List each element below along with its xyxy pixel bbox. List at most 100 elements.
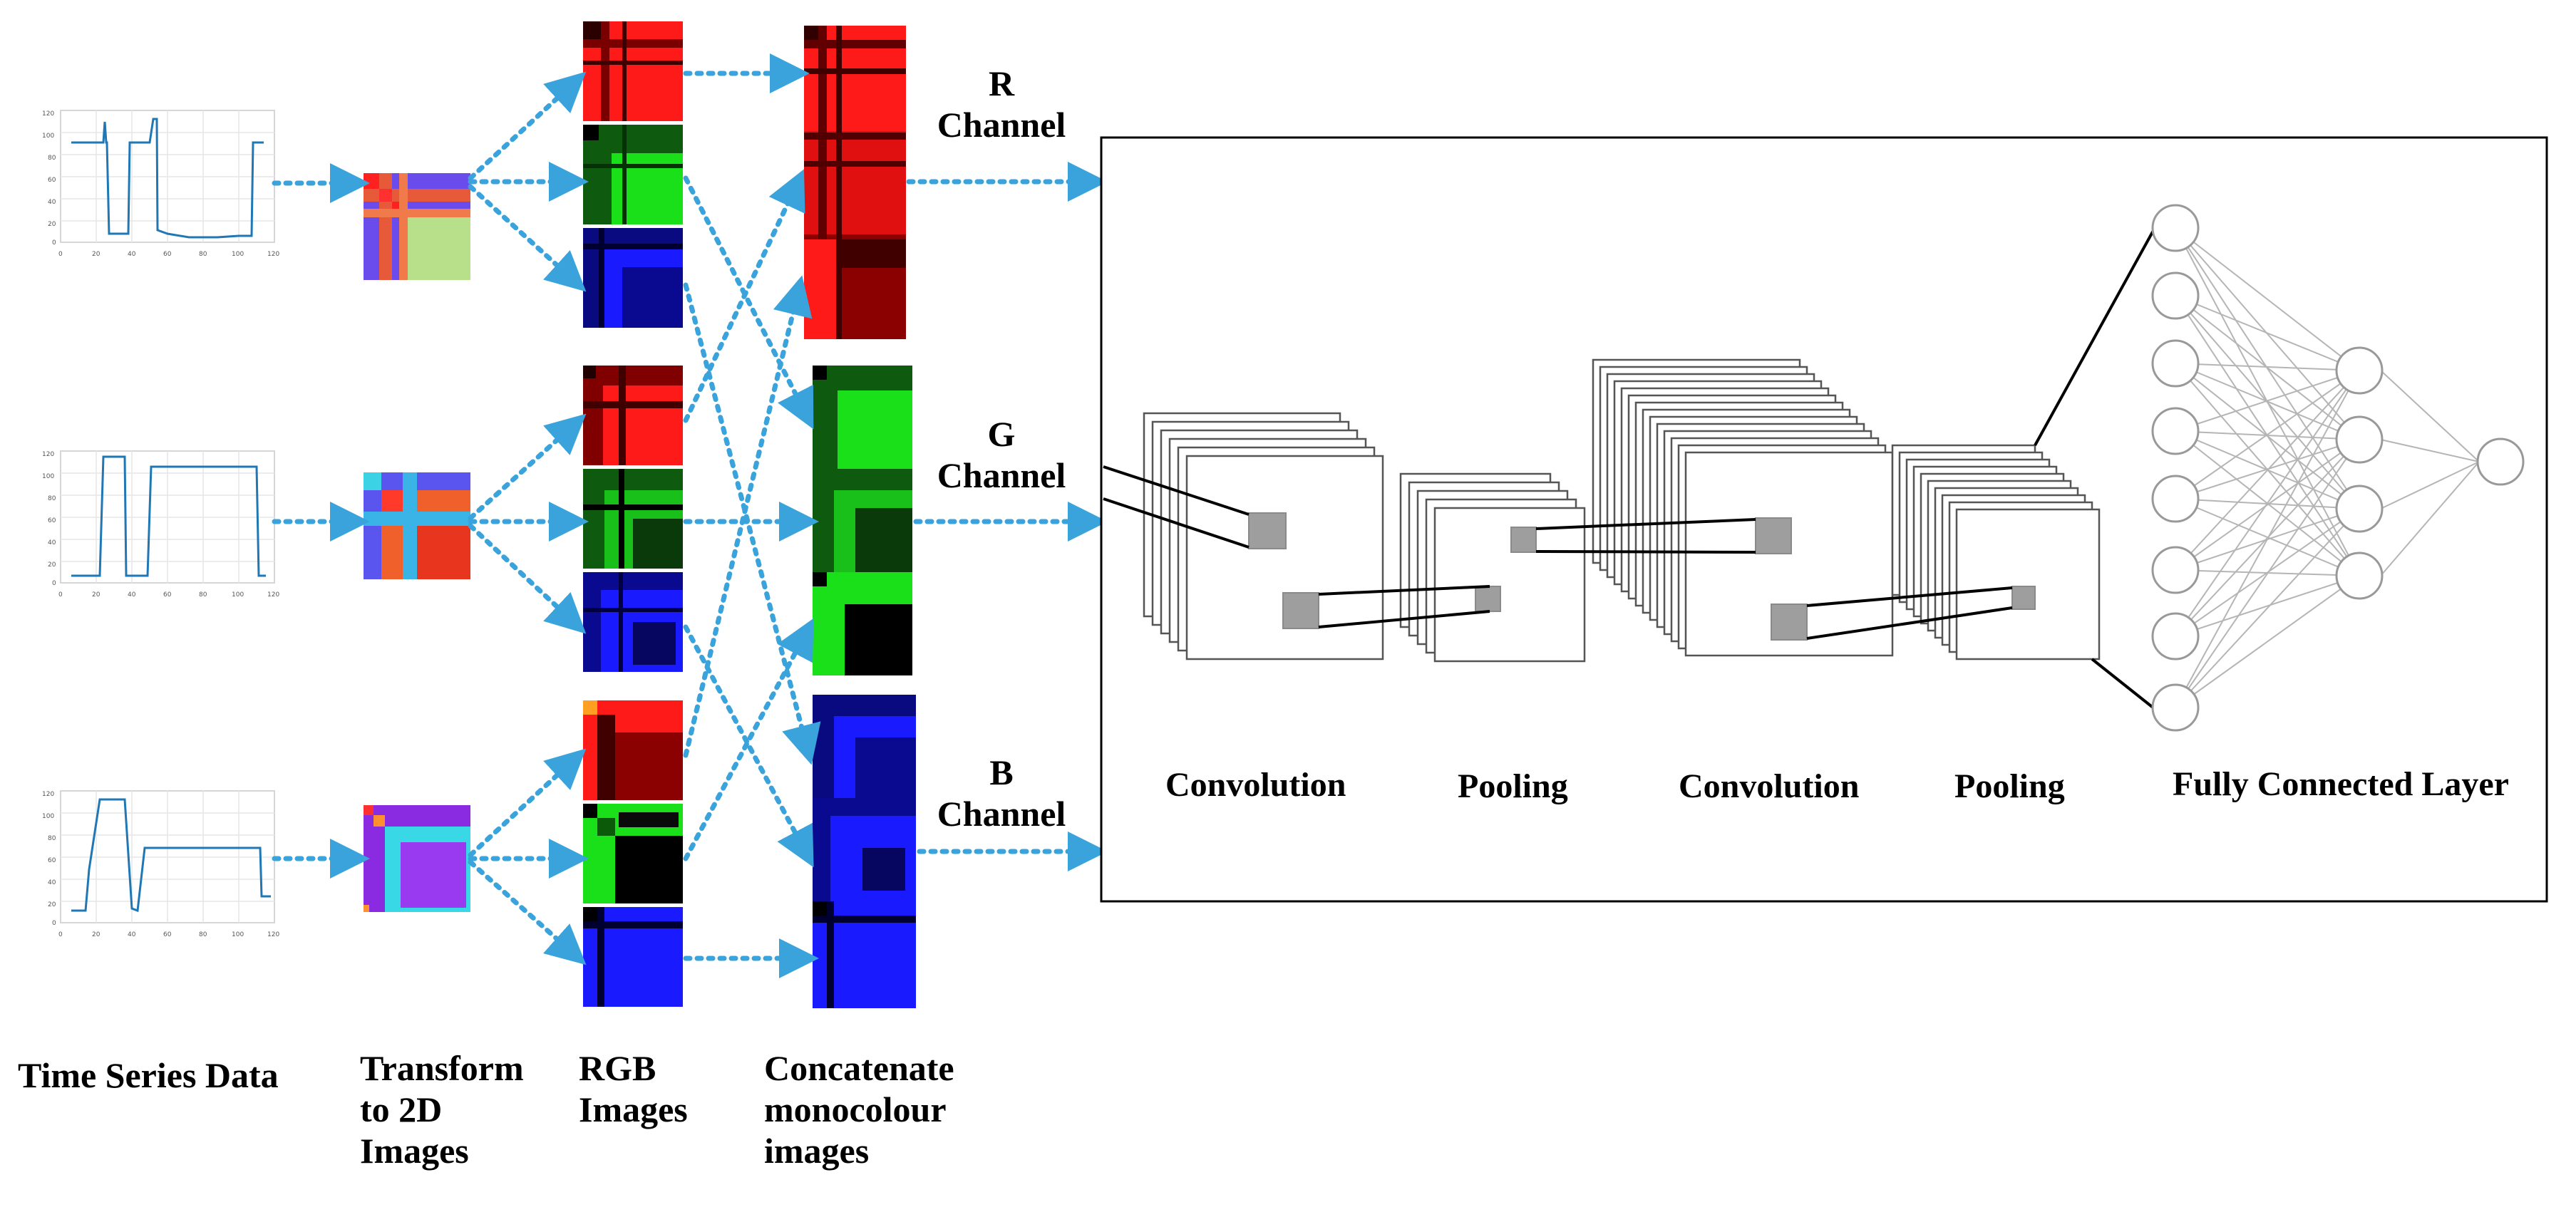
rgb-stack-1-blue [583, 228, 683, 328]
rgb-stack-3-blue [583, 907, 683, 1007]
svg-text:120: 120 [42, 451, 54, 458]
stage-concat-line-1: Concatenate [764, 1048, 954, 1088]
plot-3-y-ticks: 120 100 80 60 40 20 0 [42, 791, 56, 927]
pool2-feature-maps [1891, 444, 2101, 661]
rgb-stack-3-green [583, 804, 683, 903]
pool1-label: Pooling [1458, 767, 1568, 805]
rgb-stack-2 [583, 366, 683, 672]
svg-text:20: 20 [92, 251, 101, 258]
fc-label: Fully Connected Layer [2173, 765, 2509, 803]
svg-text:80: 80 [199, 591, 207, 599]
svg-text:20: 20 [92, 591, 101, 599]
stage-rgb-line-2: Images [579, 1089, 688, 1129]
g-channel-label: G Channel [919, 413, 1083, 496]
stage-rgb: RGB Images [579, 1047, 688, 1130]
receptive-field-lines [1103, 227, 2156, 710]
svg-text:120: 120 [267, 591, 279, 599]
svg-text:120: 120 [42, 110, 54, 118]
rgb-stack-1 [583, 21, 683, 328]
time-series-plot-3: 120 100 80 60 40 20 0 0 20 40 60 80 100 120 [42, 790, 279, 938]
plot-1-y-ticks: 120 100 80 60 40 20 0 [42, 110, 56, 247]
conv1-label: Convolution [1165, 766, 1346, 804]
svg-text:100: 100 [232, 251, 244, 258]
svg-text:80: 80 [48, 495, 56, 502]
svg-text:80: 80 [199, 251, 207, 258]
svg-text:80: 80 [48, 835, 56, 842]
svg-text:40: 40 [128, 251, 136, 258]
pool1-feature-maps [1399, 472, 1586, 663]
rgb-stack-2-green [583, 469, 683, 569]
svg-text:80: 80 [199, 931, 207, 938]
svg-text:20: 20 [48, 561, 56, 569]
svg-text:40: 40 [48, 199, 56, 206]
svg-text:0: 0 [58, 931, 63, 938]
b-channel-letter: B [989, 752, 1014, 792]
conv2-label: Convolution [1679, 767, 1860, 805]
svg-text:40: 40 [48, 539, 56, 547]
svg-text:0: 0 [58, 251, 63, 258]
svg-text:0: 0 [52, 920, 56, 927]
svg-text:20: 20 [48, 221, 56, 228]
rgb-stack-2-blue [583, 572, 683, 672]
transformed-image-3 [364, 805, 470, 912]
svg-text:60: 60 [48, 177, 56, 184]
rgb-stack-2-red [583, 366, 683, 465]
svg-text:60: 60 [163, 251, 172, 258]
svg-text:100: 100 [42, 473, 54, 480]
stage-transform-line-3: Images [360, 1131, 469, 1171]
svg-text:100: 100 [232, 931, 244, 938]
rgb-stack-3 [583, 700, 683, 1007]
svg-text:120: 120 [42, 791, 54, 798]
svg-text:20: 20 [48, 901, 56, 908]
r-channel-word: Channel [937, 105, 1066, 145]
stage-concat-line-2: monocolour [764, 1089, 947, 1129]
concat-blue-stack [813, 695, 916, 1008]
svg-text:100: 100 [42, 813, 54, 820]
stage-concat-line-3: images [764, 1131, 870, 1171]
fc-neurons [2151, 204, 2525, 732]
svg-text:100: 100 [42, 133, 54, 140]
plot-2-y-ticks: 120 100 80 60 40 20 0 [42, 451, 56, 587]
plot-1-x-ticks: 0 20 40 60 80 100 120 [58, 251, 279, 258]
rgb-stack-1-green [583, 125, 683, 224]
kernel-patches [1248, 512, 2036, 641]
pool2-label: Pooling [1954, 767, 2065, 805]
svg-text:0: 0 [52, 580, 56, 587]
stage-concat: Concatenate monocolour images [764, 1047, 954, 1171]
transformed-image-2 [364, 472, 470, 579]
svg-text:80: 80 [48, 155, 56, 162]
stage-rgb-line-1: RGB [579, 1048, 656, 1088]
svg-text:0: 0 [58, 591, 63, 599]
svg-text:40: 40 [128, 931, 136, 938]
g-channel-letter: G [987, 414, 1016, 454]
transformed-image-1 [364, 173, 470, 280]
svg-text:120: 120 [267, 251, 279, 258]
rgb-stack-3-red [583, 700, 683, 800]
stage-transform-line-1: Transform [360, 1048, 524, 1088]
concat-green-stack [813, 366, 912, 675]
rgb-stack-1-red [583, 21, 683, 121]
stage-transform: Transform to 2D Images [360, 1047, 524, 1171]
svg-text:100: 100 [232, 591, 244, 599]
svg-text:60: 60 [48, 517, 56, 524]
svg-text:20: 20 [92, 931, 101, 938]
svg-text:60: 60 [163, 931, 172, 938]
svg-text:120: 120 [267, 931, 279, 938]
svg-text:0: 0 [52, 239, 56, 247]
b-channel-label: B Channel [919, 752, 1083, 834]
fc-connections [2175, 227, 2480, 708]
svg-text:60: 60 [163, 591, 172, 599]
svg-text:60: 60 [48, 857, 56, 864]
b-channel-word: Channel [937, 794, 1066, 834]
r-channel-letter: R [988, 63, 1015, 103]
svg-text:40: 40 [48, 879, 56, 886]
flow-arrows [272, 53, 1108, 978]
r-channel-label: R Channel [919, 63, 1083, 145]
time-series-plot-2: 120 100 80 60 40 20 0 0 20 40 60 80 100 120 [42, 450, 279, 599]
time-series-plot-1: 120 100 80 60 40 20 0 0 20 40 60 80 100 120 [42, 110, 279, 258]
concat-red-stack [804, 26, 906, 339]
stage-time-series: Time Series Data [18, 1055, 279, 1095]
plot-3-x-ticks: 0 20 40 60 80 100 120 [58, 931, 279, 938]
